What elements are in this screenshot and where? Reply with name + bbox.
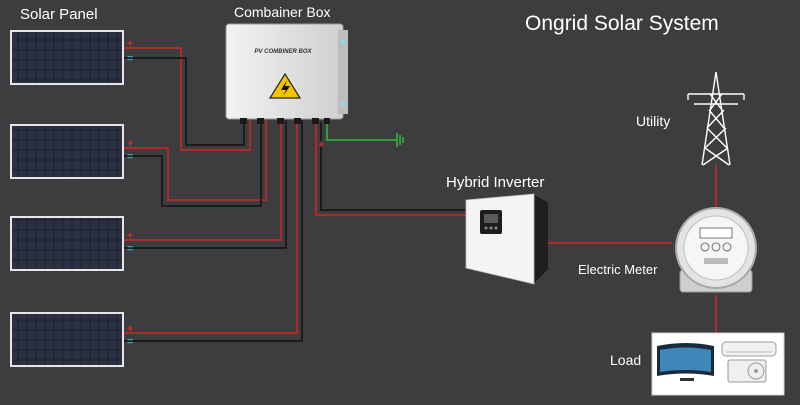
ground-wire (326, 122, 397, 141)
combiner-output-positive-wire (315, 122, 468, 216)
cable-glands (240, 118, 330, 124)
solar-panel-label: Solar Panel (20, 6, 98, 23)
combiner-output-positive-mark: + (318, 139, 324, 151)
combiner-box: PV COMBINER BOX (225, 23, 348, 124)
polarity-marks: + = + = + = + = + (127, 38, 324, 348)
diagram-title: Ongrid Solar System (525, 12, 719, 35)
solar-panel-4 (10, 312, 124, 367)
indicator-light-bottom (341, 102, 345, 106)
hybrid-inverter-label: Hybrid Inverter (446, 174, 545, 191)
panel-3-positive-wire (124, 120, 282, 241)
panel-3-positive-mark: + (127, 230, 133, 242)
panel-2-negative-mark: = (127, 151, 133, 163)
hybrid-inverter (465, 193, 548, 285)
panel-4-negative-mark: = (127, 336, 133, 348)
panel-2-positive-mark: + (127, 138, 133, 150)
load-label: Load (610, 352, 642, 368)
utility-tower-icon (687, 71, 745, 166)
panel-2-negative-wire (124, 120, 262, 207)
panel-3-negative-mark: = (127, 243, 133, 255)
solar-panel-2 (10, 124, 124, 179)
combiner-output-negative-wire (320, 122, 468, 211)
panel-wires (124, 47, 303, 342)
panel-1-negative-wire (124, 57, 245, 146)
combiner-box-plate-label: PV COMBINER BOX (254, 49, 312, 55)
indicator-light-top (341, 40, 345, 44)
tv-icon (657, 343, 714, 381)
panel-4-negative-wire (124, 120, 303, 342)
air-conditioner-icon (721, 341, 777, 383)
panel-2-positive-wire (124, 120, 267, 201)
utility-label: Utility (636, 113, 671, 129)
electric-meter-icon (675, 207, 757, 293)
solar-panel-3 (10, 216, 124, 271)
ground-symbol (396, 133, 404, 147)
electric-meter-label: Electric Meter (578, 262, 658, 277)
load-appliances (651, 332, 785, 396)
solar-panel-1 (10, 30, 124, 85)
panel-1-positive-mark: + (127, 38, 133, 50)
panel-4-positive-wire (124, 120, 298, 334)
panel-4-positive-mark: + (127, 323, 133, 335)
panel-3-negative-wire (124, 120, 287, 249)
warning-icon (268, 72, 302, 99)
combiner-box-label: Combainer Box (234, 4, 331, 20)
panel-1-positive-wire (124, 47, 251, 151)
panel-1-negative-mark: = (127, 53, 133, 65)
